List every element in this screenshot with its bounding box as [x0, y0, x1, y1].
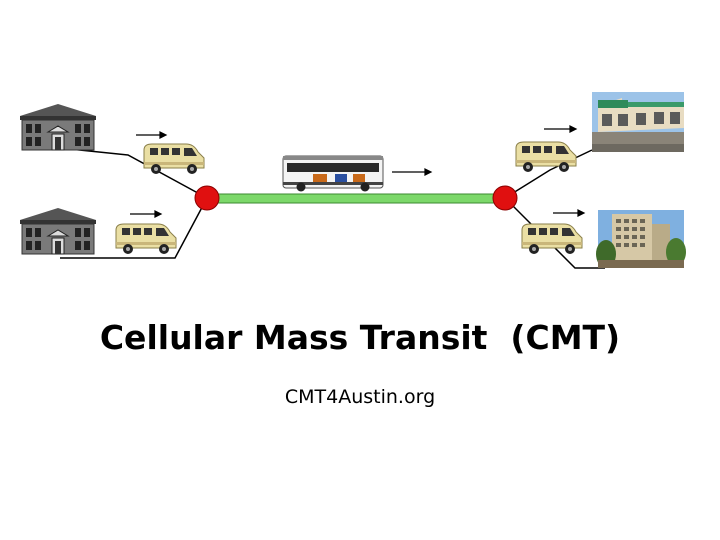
slide-title: Cellular Mass Transit (CMT)	[99, 318, 621, 357]
house-icon	[19, 103, 97, 151]
van-icon	[521, 223, 583, 255]
office-building-photo	[596, 210, 686, 268]
right-hub-node	[492, 185, 518, 211]
van-icon	[143, 143, 205, 175]
trunk-route-line	[206, 193, 506, 204]
left-hub-node	[194, 185, 220, 211]
website-link[interactable]: CMT4Austin.org	[284, 386, 436, 408]
house-icon	[19, 207, 97, 255]
van-icon	[515, 141, 577, 173]
bus-icon	[282, 155, 384, 192]
van-icon	[115, 223, 177, 255]
shopping-center-photo	[592, 92, 684, 152]
direction-arrows	[130, 125, 586, 218]
